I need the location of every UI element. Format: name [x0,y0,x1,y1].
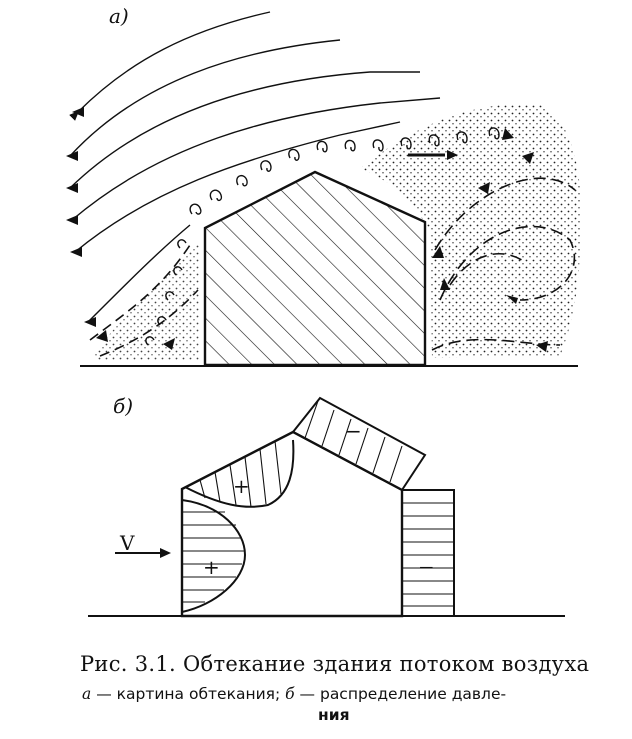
legend-a-text: — картина обтекания; [96,685,281,703]
wake-recirculation [431,177,576,351]
legend-b-key: б [285,685,295,703]
windward-roof-profile [184,439,295,508]
building-b [180,430,404,618]
leeward-wall-zone [401,489,455,617]
wake-dotted-zone [360,104,582,358]
caption-title: Рис. 3.1. Обтекание здания потоком возду… [80,652,590,676]
windward-roof-arrows [199,440,282,508]
windward-pressure-profile [181,499,247,613]
velocity-label: V [120,531,135,555]
leeward-roof-zone [291,396,427,492]
sign-windward-roof: + [233,474,250,498]
building-a [203,170,427,367]
legend-b-continuation: ния [318,706,350,724]
roof-vortices [145,127,500,346]
panel-b-drawing: + + − − [88,396,565,618]
windward-pressure-arrows [182,511,244,603]
leeward-roof-arrows [304,400,403,483]
sign-leeward-roof: − [345,419,362,443]
leeward-wall-arrows [402,502,454,607]
stream-arrowheads [66,107,96,327]
sign-leeward-wall: − [418,555,435,579]
streamlines [69,11,441,323]
panel-a-label: а) [109,4,129,28]
legend-b-text: — распределение давле- [299,685,507,703]
panel-a-drawing [66,11,582,367]
caption-legend: а — картина обтекания; б — распределение… [82,686,602,703]
panel-b-label: б) [113,394,134,418]
front-dashed-flow [89,244,199,357]
legend-a-key: а [82,685,92,703]
sign-windward-wall: + [203,555,220,579]
